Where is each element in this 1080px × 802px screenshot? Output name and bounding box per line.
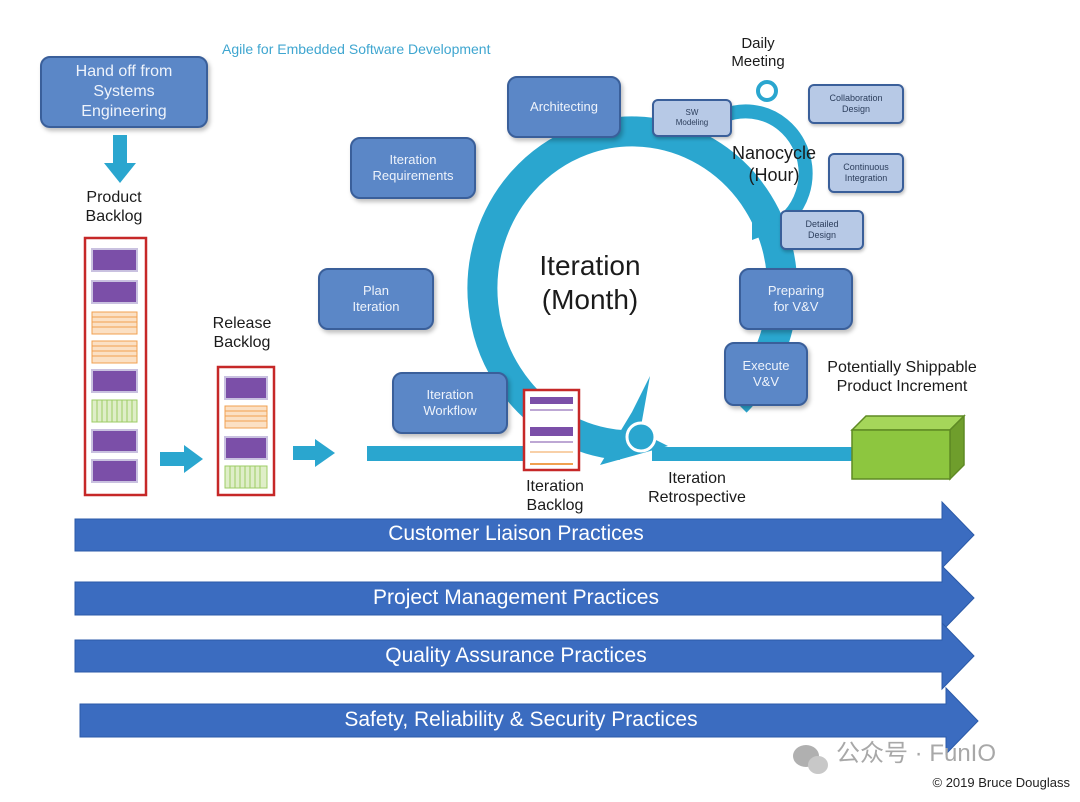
shippable-label: Potentially Shippable Product Increment — [827, 359, 977, 396]
cycle-step-iteration-workflow: Iteration Workflow — [392, 372, 508, 434]
backlog-arrow-2 — [293, 439, 335, 467]
practice-label-quality-assurance: Quality Assurance Practices — [385, 644, 647, 667]
cycle-step-execute-vv: Execute V&V — [724, 342, 808, 406]
nanocycle-arrowhead — [752, 214, 784, 240]
product-backlog-stack — [83, 236, 148, 497]
diagram-title: Agile for Embedded Software Development — [222, 41, 491, 57]
backlog-arrow-1 — [160, 445, 203, 473]
handoff-box: Hand off from Systems Engineering — [40, 56, 208, 128]
nano-step-detailed-design: Detailed Design — [780, 210, 864, 250]
nano-step-continuous-integration: Continuous Integration — [828, 153, 904, 193]
nano-step-collaboration-design: Collaboration Design — [808, 84, 904, 124]
practice-label-customer-liaison: Customer Liaison Practices — [388, 522, 644, 545]
release-backlog-stack — [216, 365, 276, 497]
copyright-text: © 2019 Bruce Douglass — [932, 775, 1071, 790]
iteration-retrospective-label: Iteration Retrospective — [648, 470, 746, 507]
cycle-step-architecting: Architecting — [507, 76, 621, 138]
practice-band-2 — [74, 564, 975, 633]
practice-band-4 — [79, 686, 979, 756]
nano-step-sw-modeling: SW Modeling — [652, 99, 732, 137]
iteration-backlog-label: Iteration Backlog — [526, 478, 584, 515]
nanocycle-center-label: Nanocycle (Hour) — [731, 143, 817, 185]
daily-meeting-label: Daily Meeting — [731, 35, 785, 70]
watermark-text: 公众号 · FunIO — [836, 740, 997, 767]
shippable-product-box — [850, 414, 966, 481]
cycle-step-preparing-vv: Preparing for V&V — [739, 268, 853, 330]
iteration-center-label: Iteration (Month) — [539, 250, 641, 315]
handoff-down-arrow — [104, 135, 136, 183]
retrospective-marker — [625, 421, 657, 453]
iteration-backlog-stack — [522, 388, 581, 472]
wechat-icon — [793, 745, 828, 774]
practice-label-project-management: Project Management Practices — [373, 586, 659, 609]
daily-meeting-marker — [756, 80, 778, 102]
product-backlog-label: Product Backlog — [85, 189, 143, 226]
practice-band-1 — [74, 500, 975, 570]
practice-label-safety-reliability-security: Safety, Reliability & Security Practices — [344, 708, 698, 731]
release-backlog-label: Release Backlog — [212, 315, 272, 352]
practice-band-3 — [74, 621, 975, 691]
iteration-exit-bar — [652, 447, 852, 461]
cycle-step-plan-iteration: Plan Iteration — [318, 268, 434, 330]
iteration-entry-bar — [367, 446, 527, 461]
cycle-step-iteration-requirements: Iteration Requirements — [350, 137, 476, 199]
